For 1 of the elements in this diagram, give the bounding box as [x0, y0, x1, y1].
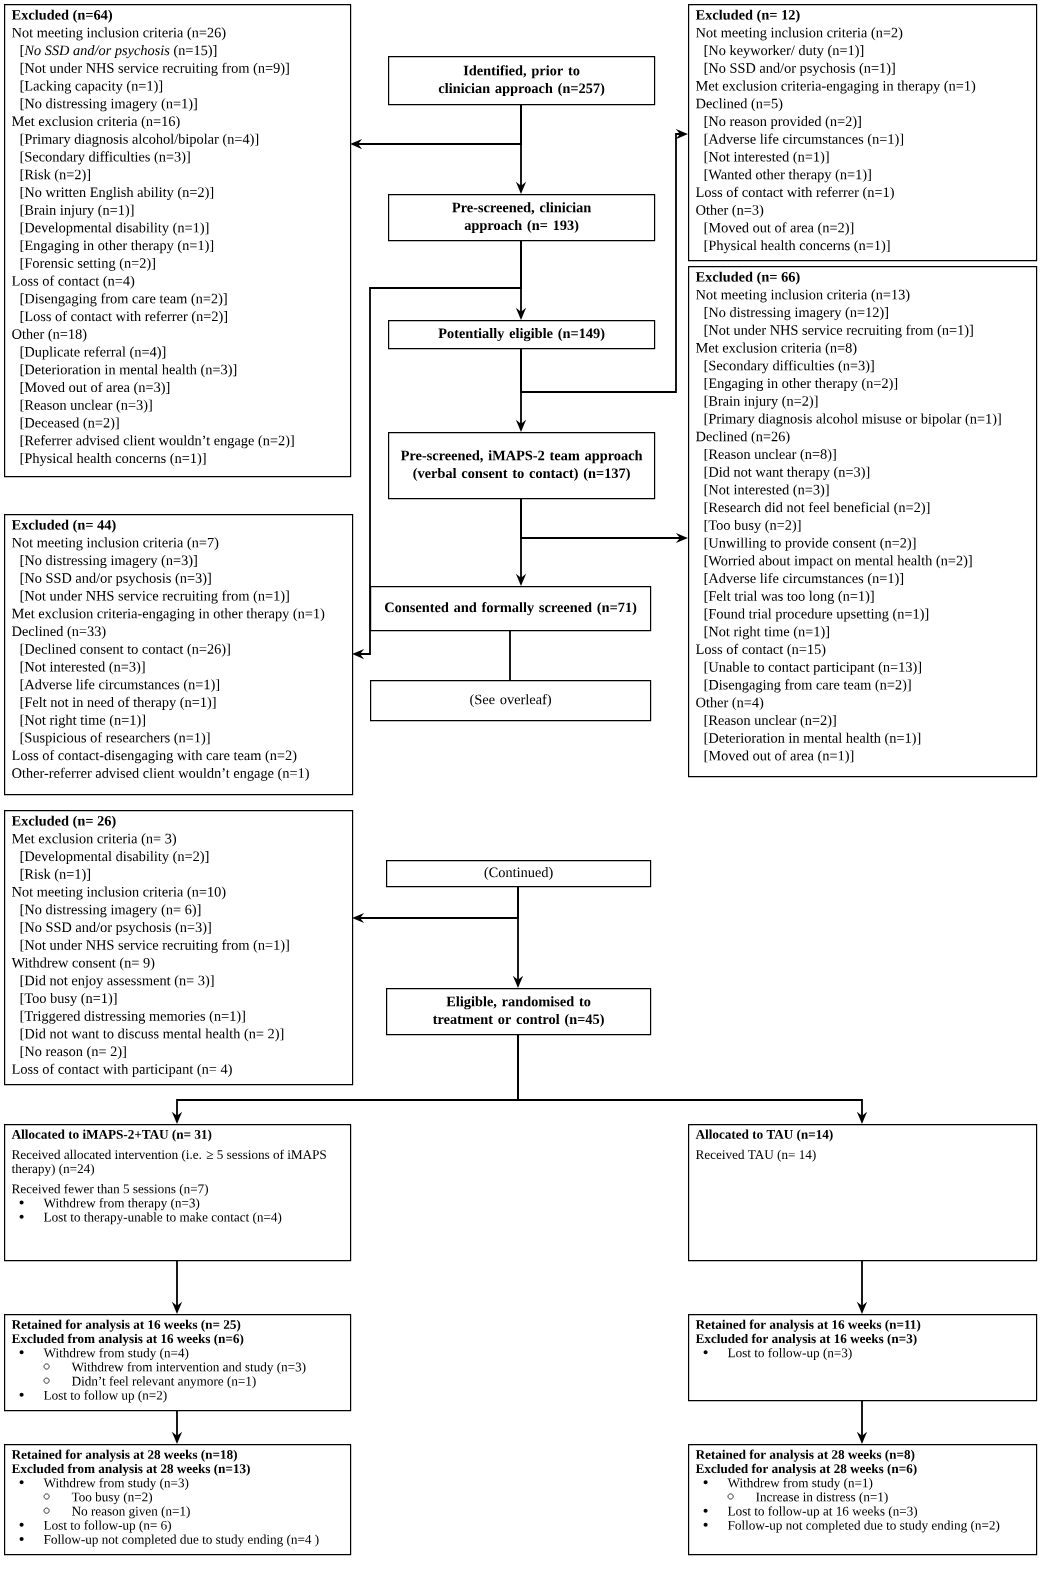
connector-line — [509, 629, 511, 681]
